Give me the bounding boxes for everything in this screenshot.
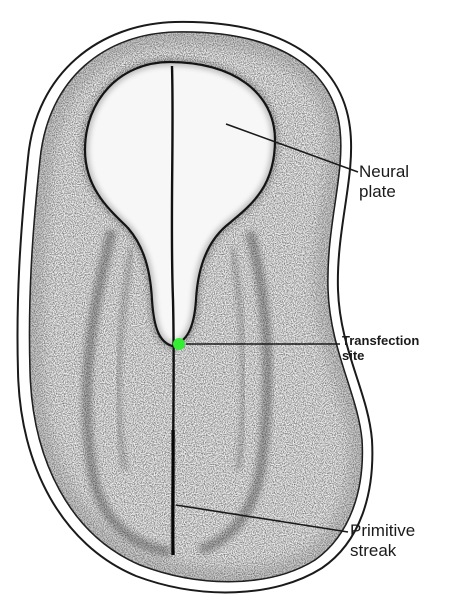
neural-plate-label-line-1: Neural	[359, 162, 409, 182]
transfection-site-label-line-2: site	[342, 348, 419, 363]
primitive-streak-label: Primitive streak	[350, 521, 415, 561]
neural-plate-label: Neural plate	[359, 162, 409, 202]
primitive-streak-label-line-1: Primitive	[350, 521, 415, 541]
transfection-site-marker	[173, 338, 185, 350]
neural-plate-label-line-2: plate	[359, 182, 409, 202]
primitive-streak-label-line-2: streak	[350, 541, 415, 561]
transfection-site-label: Transfection site	[342, 333, 419, 363]
transfection-site-label-line-1: Transfection	[342, 333, 419, 348]
